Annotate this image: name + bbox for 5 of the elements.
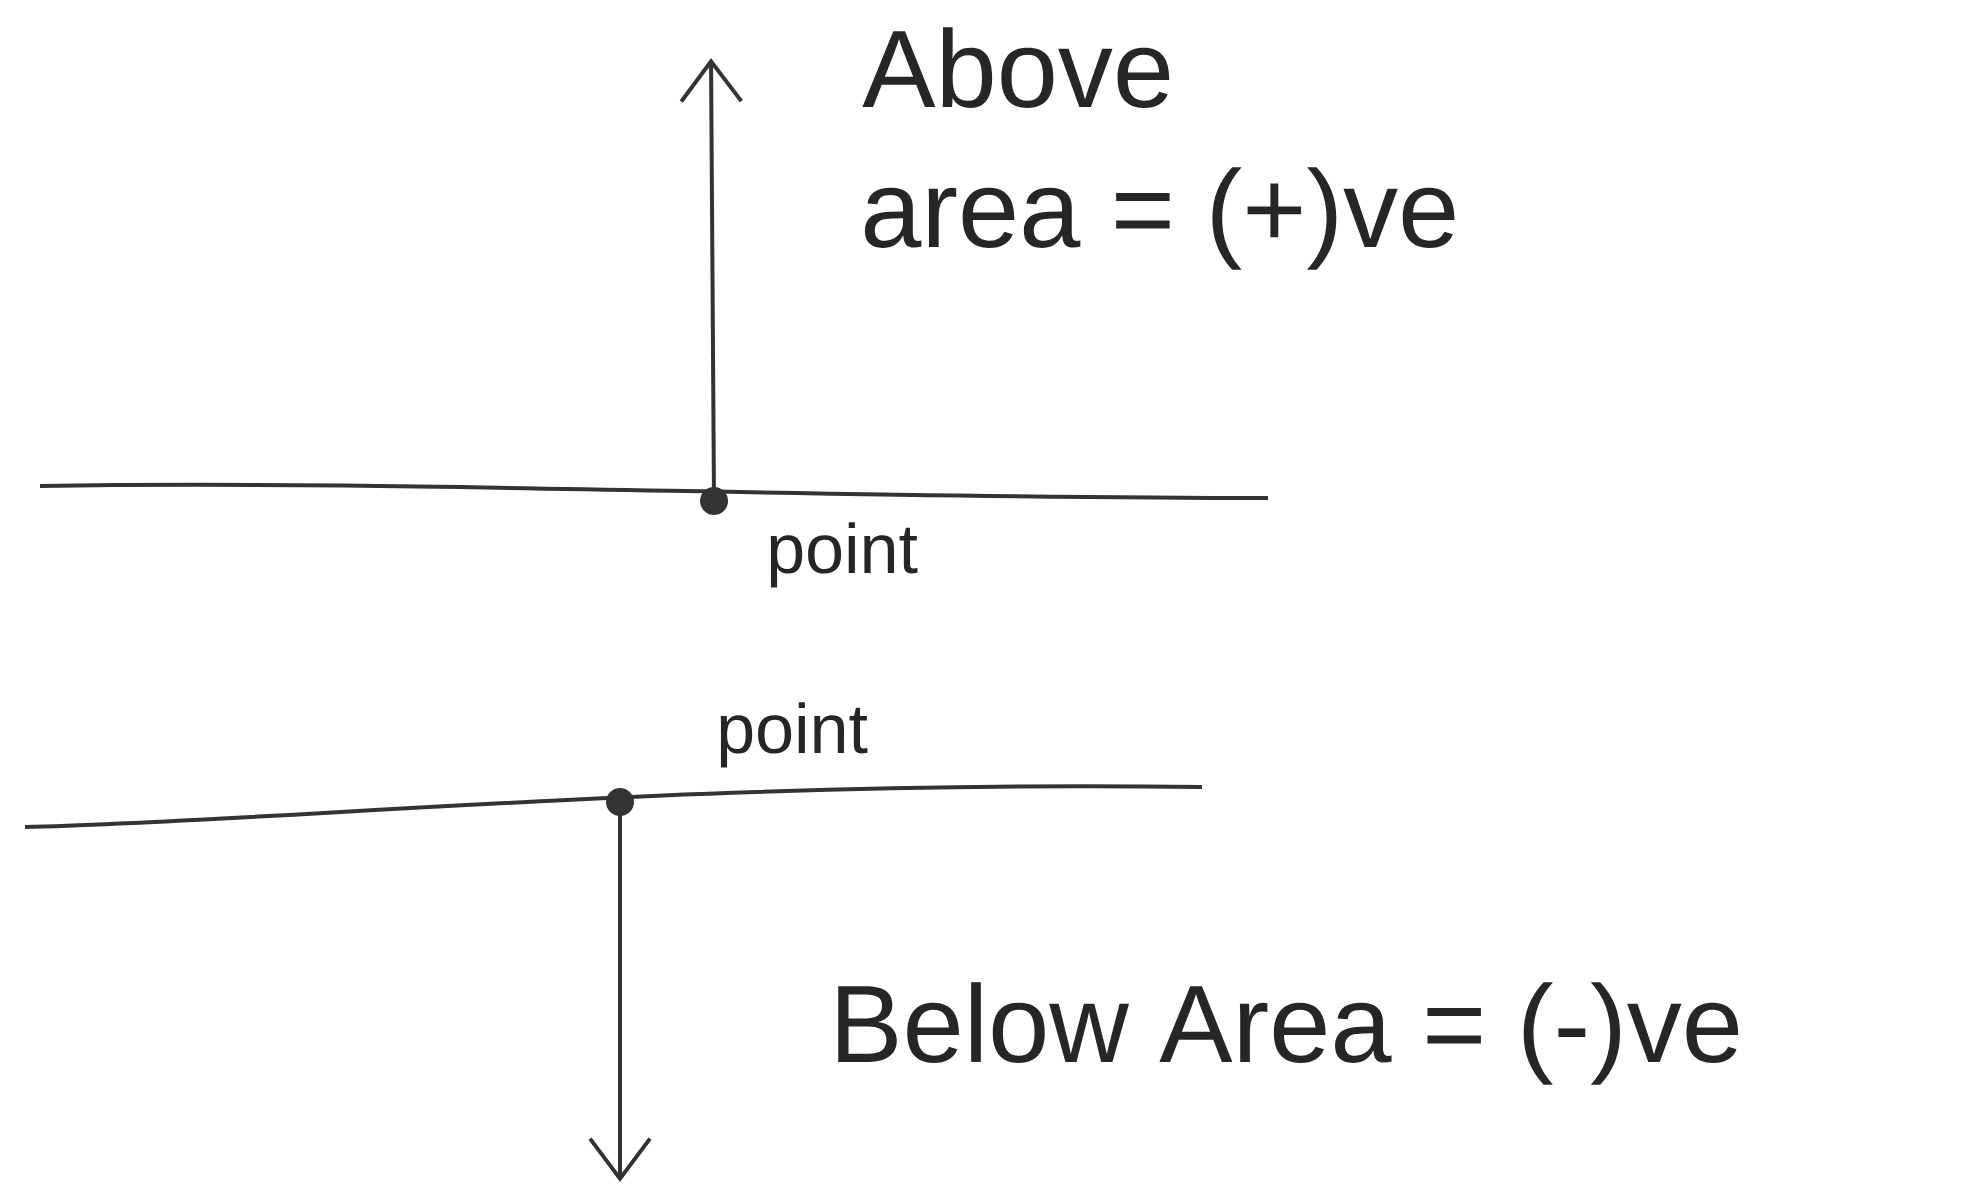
- handwritten-label: point: [770, 522, 918, 588]
- handwritten-label: Above: [862, 27, 1170, 108]
- handwritten-label: Below Area = (-)ve: [838, 982, 1739, 1085]
- handwritten-label: point: [720, 702, 868, 768]
- handwritten-label: area = (+)ve: [864, 167, 1455, 270]
